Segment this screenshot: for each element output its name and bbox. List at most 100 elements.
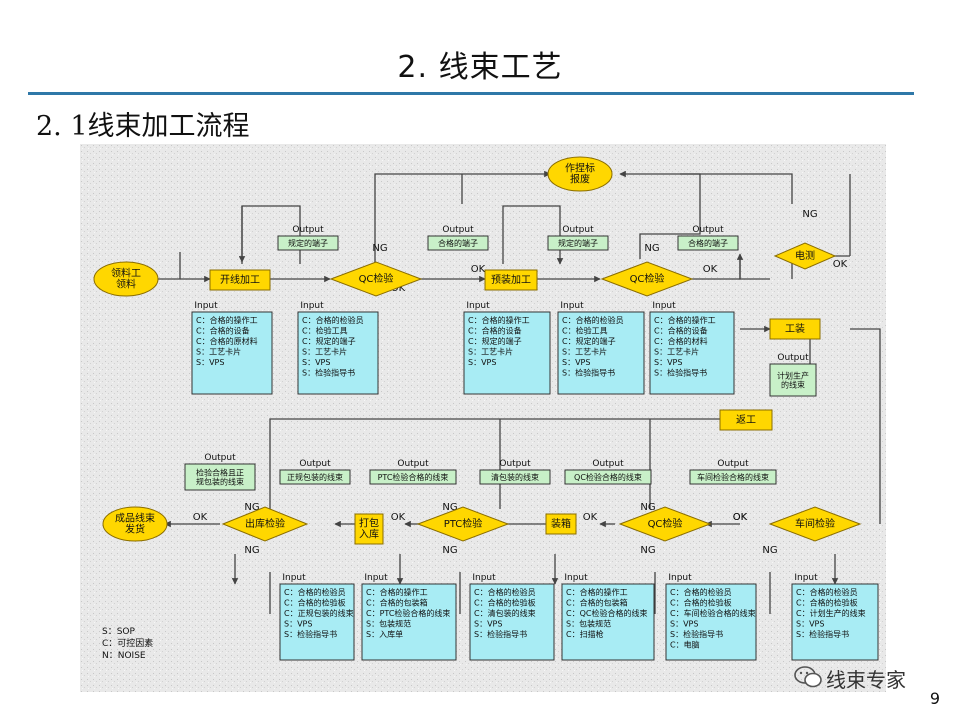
edge-label: NG [442,502,457,513]
output-label: Output [397,459,429,469]
input-label: Input [560,301,584,311]
input-i3-item: S：VPS [468,358,496,367]
input-i8-item: C：合格的检验员 [474,587,536,597]
output-o9 [479,469,551,485]
edge-label: NG [244,545,259,556]
node-card-label: 作捏标报废 [565,161,595,185]
input-i6-item: C：合格的检验板 [284,597,346,607]
node-outinsp [221,506,309,542]
input-i1-item: S：工艺卡片 [196,346,241,356]
output-o5-text: 计划生产的线束 [777,370,809,389]
output-label: Output [777,353,809,363]
input-i7-item: S：入库单 [366,629,403,639]
output-o2-text: 合格的端子 [438,238,478,248]
input-i8-item: S：检验指导书 [474,629,527,639]
edge-label: NG [802,209,817,220]
node-pre [484,269,538,291]
input-label: Input [794,573,818,583]
input-i10-item: S：检验指导书 [670,629,723,639]
edge-label: NG [442,545,457,556]
input-label: Input [364,573,388,583]
input-i1-item: C：合格的操作工 [196,315,258,325]
node-cut [209,269,271,291]
edge-label: OK [391,512,406,523]
node-ptc-label: PTC检验 [444,517,483,530]
wechat-icon [794,666,822,688]
input-i4-item: C：检验工具 [562,325,608,335]
input-i4 [557,311,645,395]
node-pack [354,513,384,545]
page-title: 2. 线束工艺 [397,50,563,85]
node-ptc [416,506,510,542]
input-i3 [463,311,551,395]
edge-label: NG [644,243,659,254]
edge-label: NG [640,545,655,556]
output-o4-text: 合格的端子 [688,238,728,248]
output-o6-text: 检验合格且正规包装的线束 [196,467,244,486]
output-o6 [184,463,256,491]
input-label: Input [300,301,324,311]
input-i3-item: S：工艺卡片 [468,346,513,356]
node-box-label: 装箱 [551,517,571,530]
output-o3 [547,235,609,251]
input-i5-item: C：合格的设备 [654,325,708,335]
output-label: Output [717,459,749,469]
node-elec-label: 电测 [795,249,815,262]
input-i10 [665,583,757,661]
input-i2-item: C：规定的端子 [302,336,356,346]
input-i7-item: C：合格的包装箱 [366,597,428,607]
output-o11-text: 车间检验合格的线束 [697,472,769,482]
input-i7 [361,583,457,661]
output-label: Output [299,459,331,469]
input-i10-item: C：电脑 [670,639,700,649]
input-i1-item: C：合格的原材料 [196,336,258,346]
input-i6-item: C：合格的检验员 [284,587,346,597]
input-i9-item: C：合格的包装箱 [566,597,628,607]
node-tool [769,318,821,340]
input-i2-item: S：检验指导书 [302,367,355,377]
input-i8 [469,583,555,661]
input-label: Input [472,573,496,583]
node-elec [773,242,837,270]
node-tool-label: 工装 [785,322,805,335]
input-i4-item: C：规定的端子 [562,336,616,346]
output-label: Output [692,225,724,235]
input-i9-item: S：包装规范 [566,618,611,628]
node-ship-label: 成品线束发货 [115,511,155,535]
input-i4-item: S：检验指导书 [562,367,615,377]
input-i4-item: S：VPS [562,358,590,367]
input-i9-item: C：合格的操作工 [566,587,628,597]
input-i9-item: C：QC检验合格的线束 [566,608,647,618]
connector [850,328,881,524]
node-qc1-label: QC检验 [359,272,394,285]
node-box [545,513,577,535]
input-i11-item: S：VPS [796,619,824,628]
input-i11-item: C：计划生产的线束 [796,608,866,618]
edge-label: OK [833,259,848,270]
node-outinsp-label: 出库检验 [245,517,285,530]
input-label: Input [668,573,692,583]
node-pre-label: 预装加工 [491,273,531,286]
input-label: Input [466,301,490,311]
input-i1-item: S：VPS [196,358,224,367]
input-label: Input [564,573,588,583]
input-i7-item: C：合格的操作工 [366,587,428,597]
connector [374,170,551,264]
legend-item: C：可控因素 [102,637,153,649]
page-number: 9 [929,689,940,708]
output-o2 [427,235,489,251]
input-i2 [297,311,379,395]
output-o7-text: 正规包装的线束 [287,472,343,482]
output-o8 [369,469,457,485]
output-o1 [277,235,339,251]
connector [502,205,564,265]
legend-item: N：NOISE [102,651,146,661]
title-divider [28,92,914,95]
node-start [93,261,159,297]
node-plant [768,506,862,542]
output-label: Output [499,459,531,469]
input-i7-item: S：包装规范 [366,618,411,628]
input-i2-item: S：工艺卡片 [302,346,347,356]
input-i2-item: S：VPS [302,358,330,367]
input-i8-item: S：VPS [474,619,502,628]
